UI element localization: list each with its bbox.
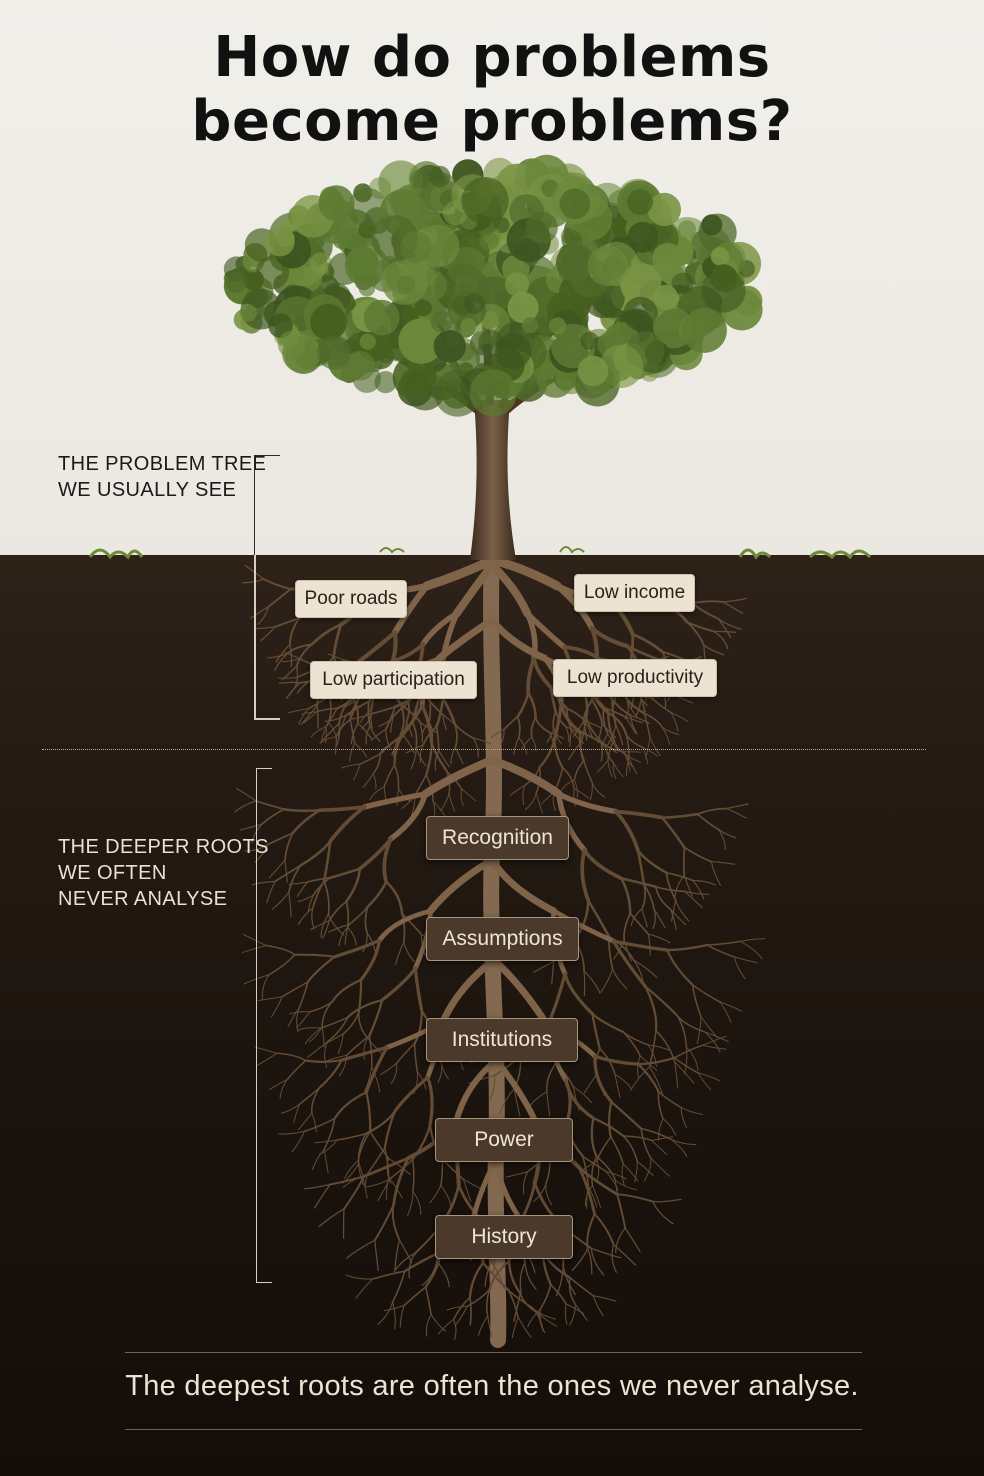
caption-rule-top: [125, 1352, 862, 1353]
problem-tree-bracket: [254, 455, 280, 719]
canopy-group: [223, 154, 763, 417]
deeper-roots-label-line-1: THE DEEPER ROOTS: [58, 836, 269, 858]
symptom-poor-roads: Poor roads: [295, 580, 407, 618]
symptom-low-participation: Low participation: [310, 661, 477, 699]
deeper-roots-label: THE DEEPER ROOTS WE OFTEN NEVER ANALYSE: [58, 834, 269, 912]
root-recognition: Recognition: [426, 816, 569, 860]
root-institutions: Institutions: [426, 1018, 578, 1062]
caption-rule-bottom: [125, 1429, 862, 1430]
bottom-caption: The deepest roots are often the ones we …: [125, 1370, 859, 1402]
problem-tree-bracket-foot: [254, 718, 280, 720]
section-divider: [42, 749, 926, 750]
root-power: Power: [435, 1118, 573, 1162]
problem-tree-label-line-1: THE PROBLEM TREE: [58, 453, 267, 475]
problem-tree-label: THE PROBLEM TREE WE USUALLY SEE: [58, 451, 266, 503]
deeper-roots-label-line-3: NEVER ANALYSE: [58, 888, 228, 910]
problem-tree-bracket-lower: [254, 555, 256, 719]
root-history: History: [435, 1215, 573, 1259]
root-assumptions: Assumptions: [426, 917, 579, 961]
grass-tufts-group: [88, 546, 872, 560]
symptom-low-productivity: Low productivity: [553, 659, 717, 697]
deeper-roots-bracket: [256, 768, 272, 1283]
problem-tree-label-line-2: WE USUALLY SEE: [58, 479, 237, 501]
symptom-low-income: Low income: [574, 574, 695, 612]
title-line-1: How do problems: [213, 25, 771, 90]
page-title: How do problems become problems?: [0, 26, 984, 154]
deeper-roots-label-line-2: WE OFTEN: [58, 862, 167, 884]
title-line-2: become problems?: [191, 89, 793, 154]
